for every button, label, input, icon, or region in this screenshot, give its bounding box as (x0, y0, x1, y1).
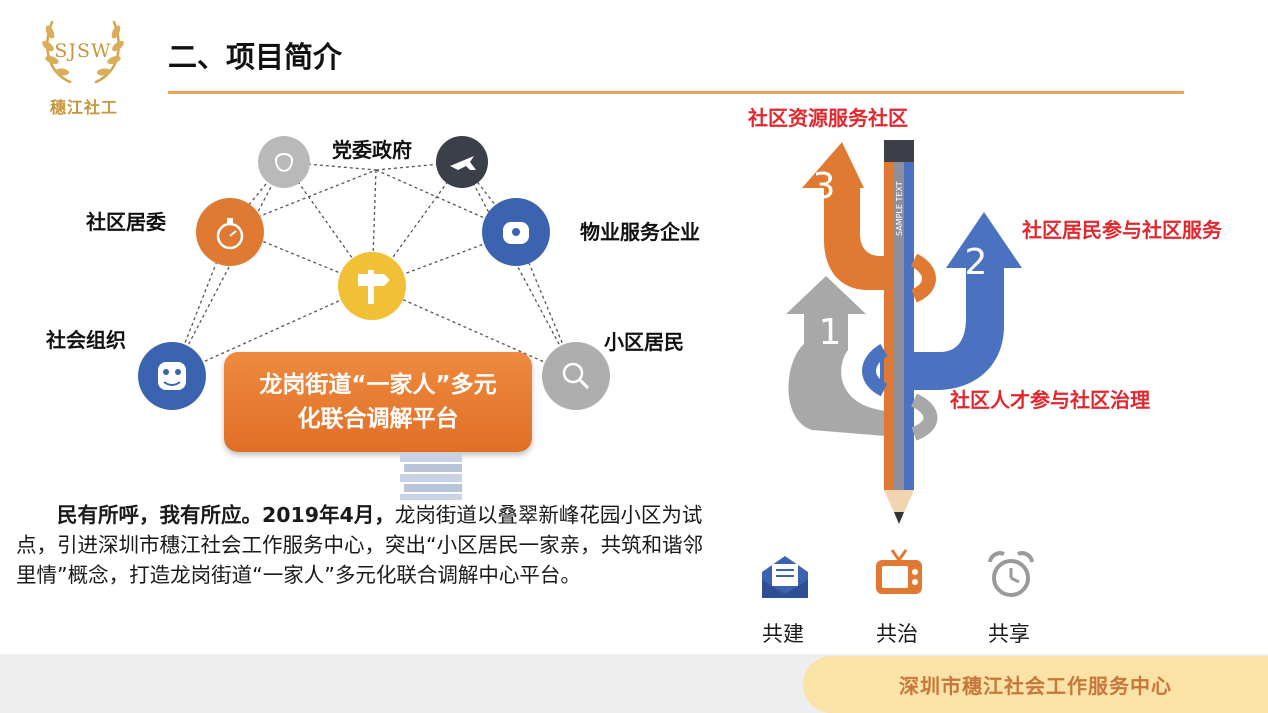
arrow-3-number: 3 (813, 166, 836, 207)
piggy-bank-node (482, 198, 550, 266)
alarm-clock-icon (988, 551, 1034, 597)
pillar-label-build: 共建 (762, 622, 804, 646)
platform-box: 龙岗街道“一家人”多元化联合调解平台 (224, 352, 532, 452)
platform-title: 龙岗街道“一家人”多元化联合调解平台 (259, 372, 497, 432)
pillar-label-govern: 共治 (876, 622, 918, 646)
magnifier-node (542, 342, 610, 410)
label-committee: 社区居委 (86, 210, 166, 234)
arrow-2-number: 2 (965, 242, 988, 283)
apple-node (258, 136, 310, 188)
label-residents: 小区居民 (604, 330, 684, 354)
intro-paragraph: 民有所呼，我有所应。2019年4月，龙岗街道以叠翠新峰花园小区为试点，引进深圳市… (16, 500, 716, 590)
title-divider (168, 91, 1184, 94)
network-diagram (138, 136, 610, 410)
signpost-node (338, 252, 406, 320)
envelope-icon (762, 556, 808, 598)
face-node (138, 342, 206, 410)
arrow-1-number: 1 (819, 312, 842, 353)
intro-body: 龙岗街道以叠翠新峰花园小区为试点，引进深圳市穗江社会工作服务中心，突出“小区居民… (16, 503, 704, 587)
stopwatch-node (196, 198, 264, 266)
pencil-sample-text: SAMPLE TEXT (895, 181, 904, 236)
logo-name: 穗江社工 (49, 98, 118, 117)
logo: SJSW 穗江社工 (34, 10, 138, 122)
label-party-gov: 党委政府 (332, 138, 412, 162)
org-name: 深圳市穗江社会工作服务中心 (899, 674, 1172, 698)
intro-lead: 民有所呼，我有所应。2019年4月， (57, 503, 395, 527)
arrow-2-label: 社区居民参与社区服务 (1022, 218, 1222, 242)
page-title: 二、项目简介 (168, 40, 343, 74)
pillar-label-share: 共享 (988, 622, 1030, 646)
arrow-3-label: 社区资源服务社区 (748, 106, 908, 130)
pencil-arrows-diagram: 1 2 3 SAMPLE TEXT (786, 140, 1022, 524)
airplane-node (436, 136, 488, 188)
logo-monogram: SJSW (54, 40, 112, 62)
label-property: 物业服务企业 (580, 220, 700, 244)
arrow-1-label: 社区人才参与社区治理 (950, 388, 1150, 412)
book-stack-icon (400, 454, 462, 500)
tv-icon (876, 549, 922, 594)
laurel-wreath-icon (42, 20, 124, 84)
label-social-org: 社会组织 (46, 328, 126, 352)
org-banner: 深圳市穗江社会工作服务中心 (803, 656, 1268, 713)
